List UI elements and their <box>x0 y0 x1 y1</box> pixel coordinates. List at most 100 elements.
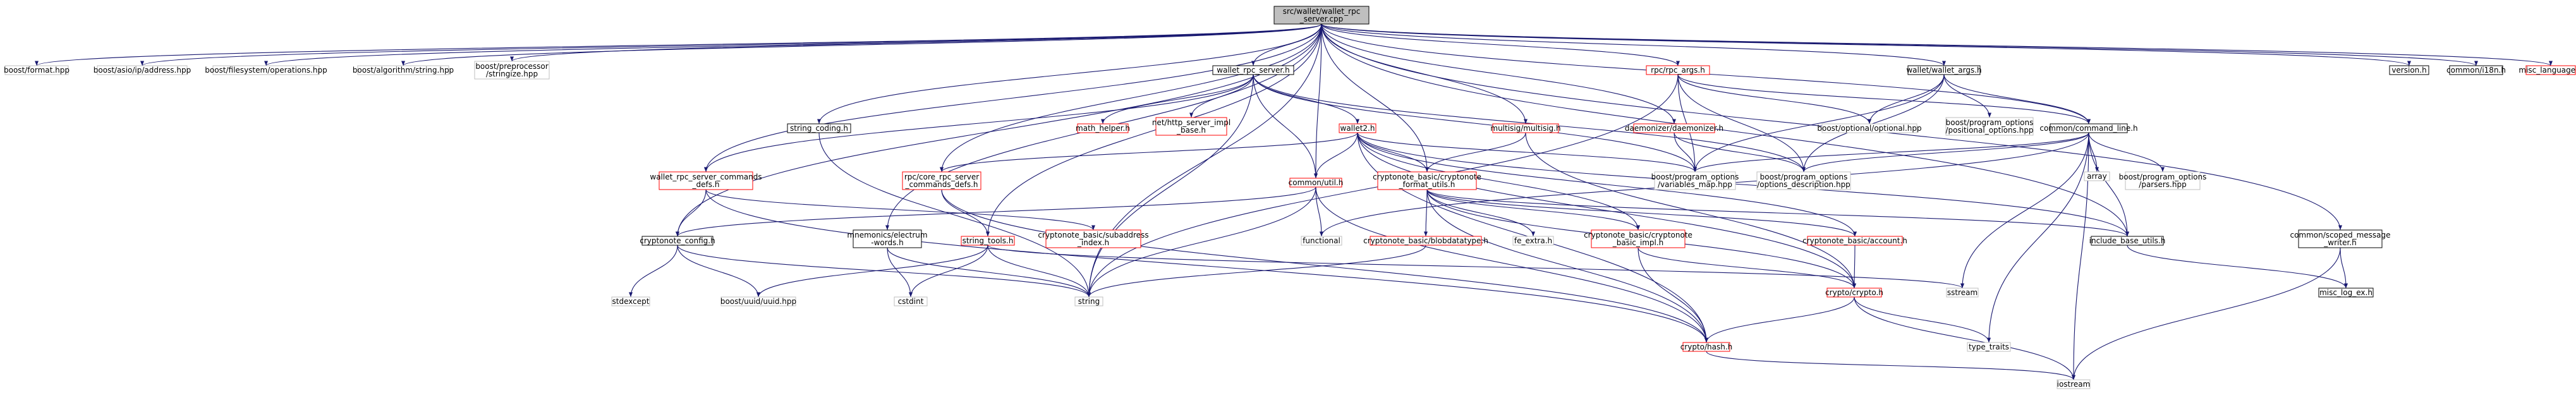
node-label: boost/optional/optional.hpp <box>1817 124 1921 133</box>
node-label: boost/program_options <box>1651 173 1739 181</box>
node-box <box>1045 229 1141 248</box>
node-boost-po-desc: boost/program_options/options_descriptio… <box>1756 171 1851 190</box>
edge-wallet_args-to-boost_po_pos <box>1943 74 1992 118</box>
node-box <box>2298 229 2383 248</box>
node-label: _base.h <box>1176 126 1206 135</box>
node-basic-impl[interactable]: cryptonote_basic/cryptonote_basic_impl.h <box>1584 229 1692 248</box>
node-functional: functional <box>1301 236 1342 246</box>
node-version[interactable]: version.h <box>2389 65 2429 75</box>
node-label: string_coding.h <box>790 124 848 133</box>
edge-format_utils-to-fe_extra <box>1426 189 1536 237</box>
node-blobdatatype[interactable]: cryptonote_basic/blobdatatype.h <box>1363 236 1488 246</box>
edge-basic_impl-to-crypto <box>1637 247 1856 289</box>
node-label: _basic_impl.h <box>1612 238 1664 247</box>
node-common-util[interactable]: common/util.h <box>1289 178 1344 188</box>
node-boost-pp: boost/preprocessor/stringize.hpp <box>474 61 550 80</box>
node-label: rpc/core_rpc_server <box>904 173 979 181</box>
node-box <box>474 61 550 80</box>
node-wrpc-cmd-defs[interactable]: wallet_rpc_server_commands_defs.h <box>650 171 762 190</box>
edge-common_util-to-cryptonote_config <box>676 186 1316 237</box>
node-wallet2[interactable]: wallet2.h <box>1339 123 1376 133</box>
edge-account-to-crypto <box>1852 245 1857 289</box>
node-box <box>4 65 69 75</box>
node-box <box>1945 117 2034 136</box>
edge-cryptonote_config-to-stdexcept <box>628 245 678 298</box>
node-label: net/http_server_impl <box>1152 118 1230 127</box>
node-boost-asio: boost/asio/ip/address.hpp <box>94 65 191 75</box>
edge-command_line-to-sstream <box>1960 132 2089 289</box>
edge-format_utils-to-account <box>1426 189 1857 237</box>
node-label: -words.h <box>871 238 904 247</box>
node-fe-extra: fe_extra.h <box>1512 236 1554 246</box>
node-box <box>2057 379 2091 389</box>
node-label: common/scoped_message <box>2290 231 2390 239</box>
edge-common_util-to-string <box>1086 186 1316 298</box>
node-box <box>2449 65 2503 75</box>
node-math-helper[interactable]: math_helper.h <box>1076 123 1130 133</box>
node-core-rpc-defs[interactable]: rpc/core_rpc_server_commands_defs.h <box>902 171 981 190</box>
edge-command_line-to-boost_po_desc <box>1802 132 2089 173</box>
node-format-utils[interactable]: cryptonote_basic/cryptonote_format_utils… <box>1373 171 1481 190</box>
node-label: mnemonics/electrum <box>847 231 927 239</box>
node-root[interactable]: src/wallet/wallet_rpc_server.cpp <box>1273 6 1370 25</box>
edge-daemonizer-to-boost_po_vm <box>1674 132 1698 173</box>
edge-mnemonics-to-cstdint <box>887 247 913 298</box>
node-label: _defs.h <box>692 180 720 189</box>
node-account[interactable]: cryptonote_basic/account.h <box>1802 236 1907 246</box>
node-include-base-utils[interactable]: include_base_utils.h <box>2089 236 2166 246</box>
node-net-http[interactable]: net/http_server_impl_base.h <box>1152 117 1230 136</box>
node-box <box>1155 117 1227 136</box>
node-box <box>1654 171 1736 190</box>
edge-root-to-include_base_utils <box>1321 23 2130 237</box>
edge-string_tools-to-sstream <box>987 245 1964 289</box>
node-label: /positional_options.hpp <box>1945 126 2033 135</box>
edge-scoped_msg-to-iostream <box>2071 247 2341 380</box>
node-boost-fs: boost/filesystem/operations.hpp <box>205 65 327 75</box>
node-cryptonote-config[interactable]: cryptonote_config.h <box>640 236 715 246</box>
edge-root-to-common_util <box>1313 23 1322 179</box>
node-box <box>2318 288 2374 298</box>
node-label: boost/asio/ip/address.hpp <box>94 66 191 75</box>
node-label: type_traits <box>1969 342 2009 351</box>
node-wallet-args[interactable]: wallet/wallet_args.h <box>1906 65 1982 75</box>
node-box <box>611 296 650 306</box>
node-box <box>641 236 714 246</box>
edge-command_line-to-include_base_utils <box>2088 132 2130 237</box>
node-crypto[interactable]: crypto/crypto.h <box>1825 288 1883 298</box>
edge-string_tools-to-cstdint <box>908 245 988 298</box>
node-array: array <box>2084 171 2110 181</box>
node-wallet-rpc-server[interactable]: wallet_rpc_server.h <box>1212 65 1294 75</box>
node-sstream: sstream <box>1946 288 1979 298</box>
node-label: iostream <box>2057 380 2091 389</box>
node-command-line[interactable]: common/command_line.h <box>2039 123 2138 133</box>
node-misc-log-ex[interactable]: misc_log_ex.h <box>2318 288 2374 298</box>
node-mnemonics[interactable]: mnemonics/electrum-words.h <box>847 229 928 248</box>
node-subaddress[interactable]: cryptonote_basic/subaddress_index.h <box>1038 229 1149 248</box>
node-daemonizer[interactable]: daemonizer/daemonizer.h <box>1625 123 1723 133</box>
node-box <box>1591 229 1686 248</box>
node-string-coding[interactable]: string_coding.h <box>787 123 851 133</box>
node-string-tools[interactable]: string_tools.h <box>961 236 1015 246</box>
node-scoped-msg[interactable]: common/scoped_message_writer.h <box>2290 229 2391 248</box>
node-hash[interactable]: crypto/hash.h <box>1680 342 1733 352</box>
node-rpc-args[interactable]: rpc/rpc_args.h <box>1646 65 1710 75</box>
node-i18n[interactable]: common/i18n.h <box>2446 65 2506 75</box>
edge-command_line-to-type_traits <box>1986 132 2089 343</box>
node-stdexcept: stdexcept <box>611 296 650 306</box>
edge-root-to-boost_asio <box>140 23 1322 66</box>
node-label: _commands_defs.h <box>904 180 978 189</box>
node-label: _index.h <box>1077 238 1109 247</box>
edge-root-to-wrpc_cmd_defs <box>703 23 1322 173</box>
edge-root-to-string_tools <box>985 23 1322 237</box>
node-box <box>1821 123 1917 133</box>
node-label: fe_extra.h <box>1514 236 1552 245</box>
node-multisig[interactable]: multisig/multisig.h <box>1490 123 1561 133</box>
node-boost-optional: boost/optional/optional.hpp <box>1817 123 1922 133</box>
node-misc-language[interactable]: misc_language.h <box>2518 65 2576 75</box>
node-label: common/util.h <box>1289 178 1344 187</box>
node-label: cryptonote_basic/subaddress <box>1038 231 1148 239</box>
node-label: include_base_utils.h <box>2089 236 2166 245</box>
edge-cryptonote_config-to-string <box>677 245 1091 298</box>
node-box <box>894 296 928 306</box>
node-box <box>1756 171 1851 190</box>
